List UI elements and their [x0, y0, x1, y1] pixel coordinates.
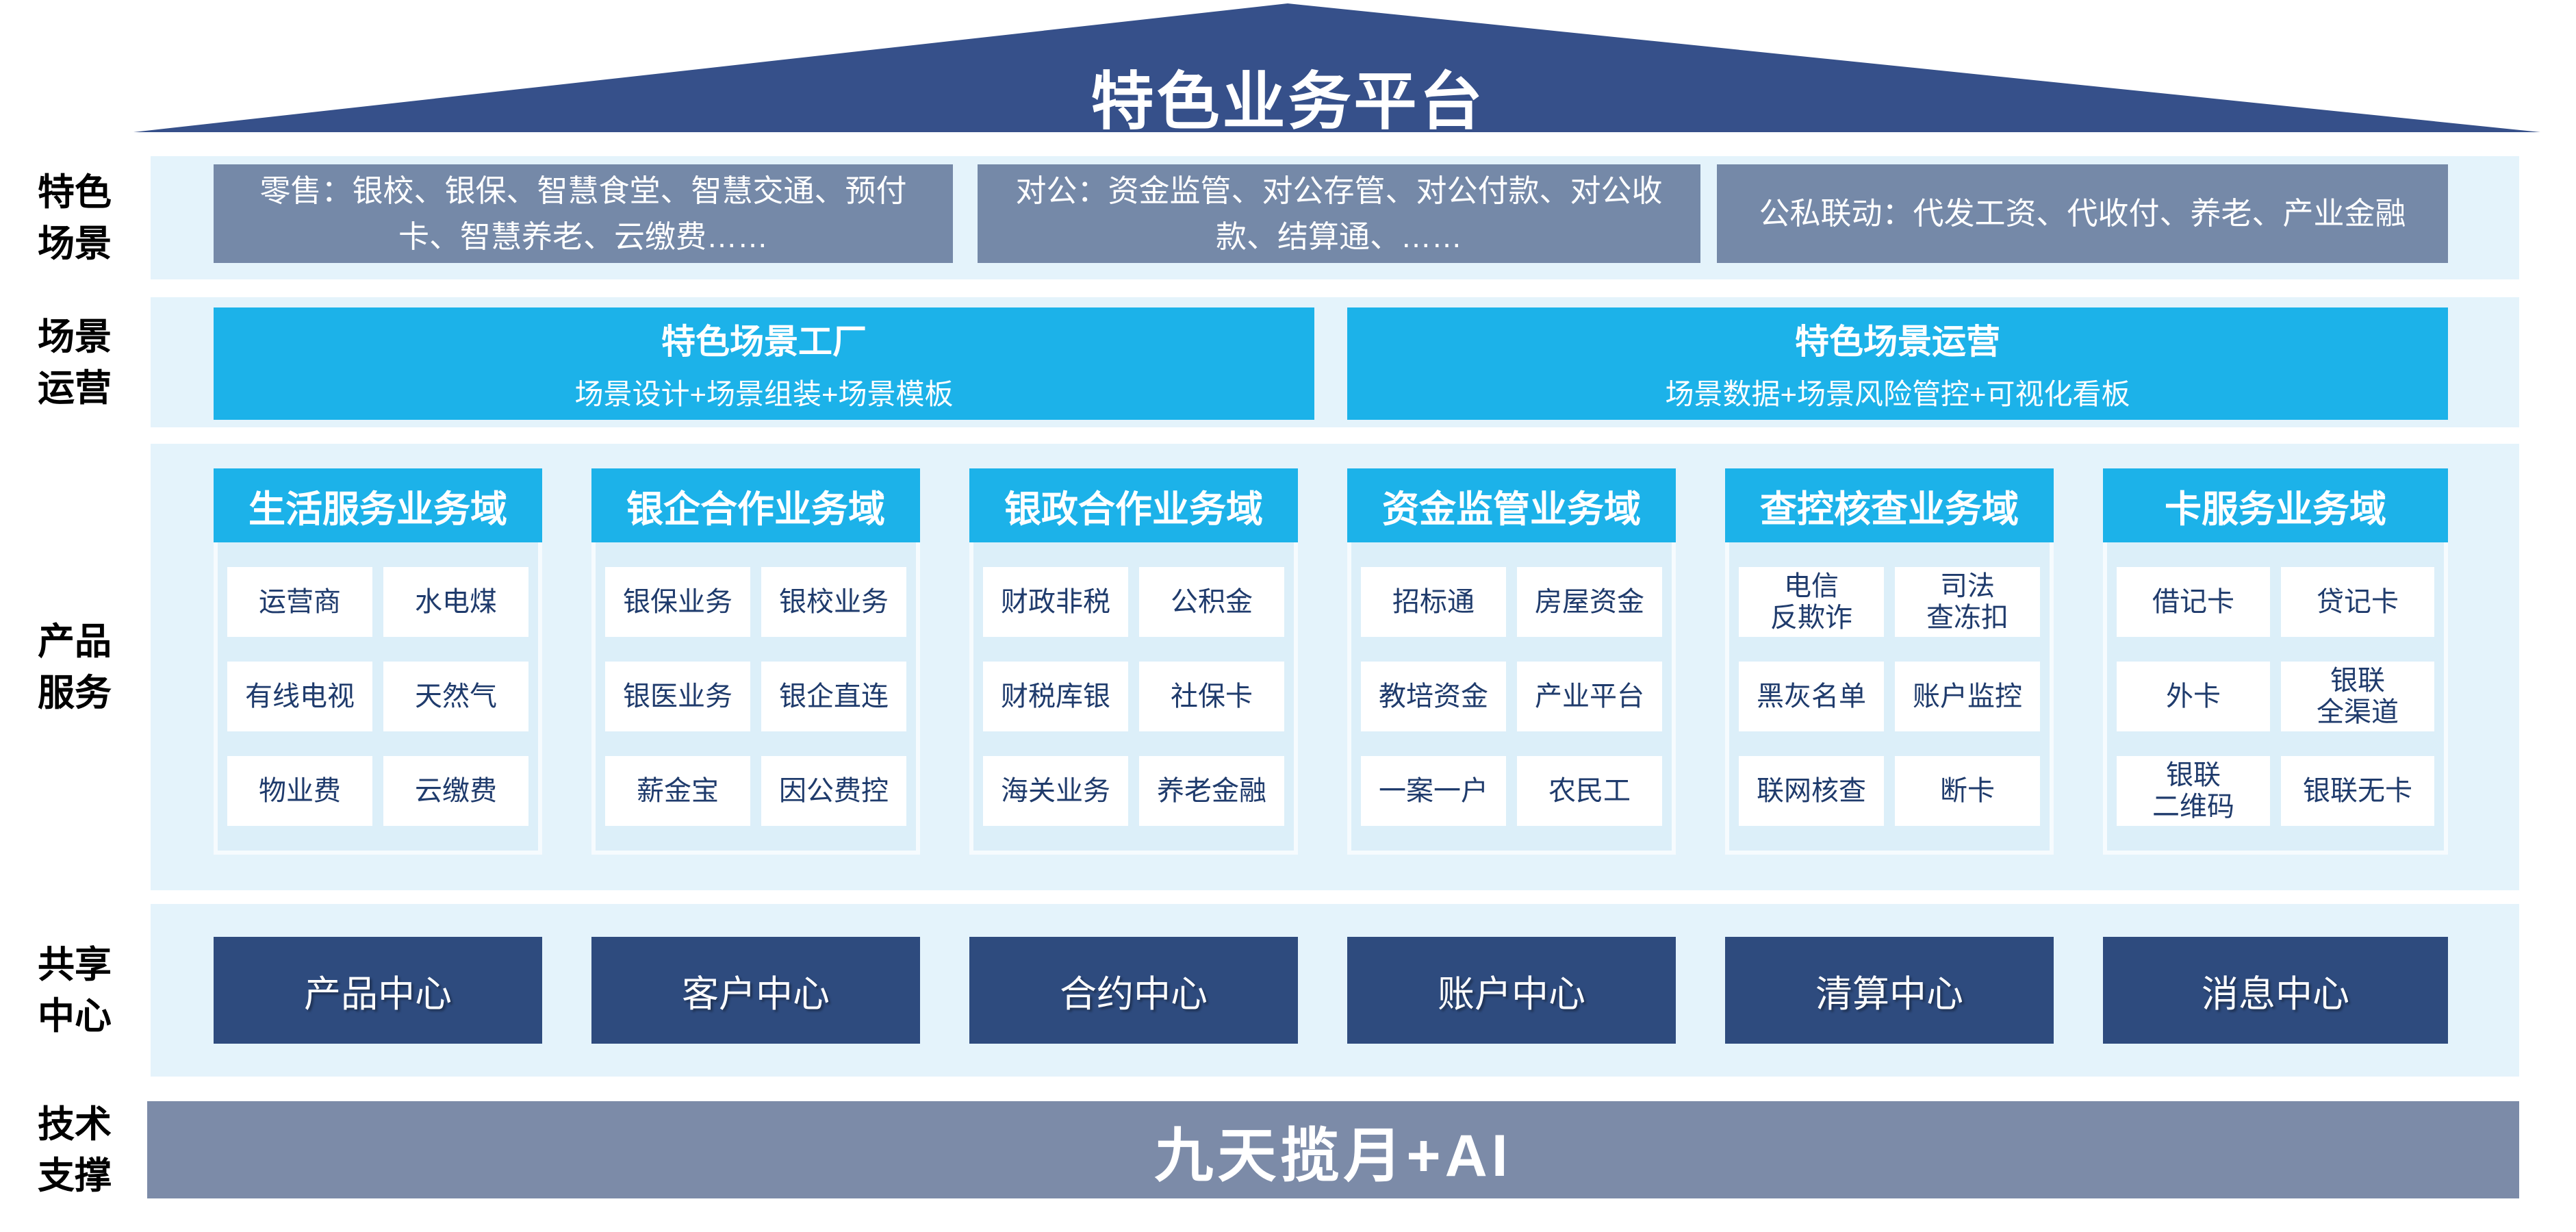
- product-item: 农民工: [1517, 756, 1662, 826]
- product-item: 司法 查冻扣: [1895, 567, 2040, 637]
- column-body: 借记卡 贷记卡 外卡 银联 全渠道 银联 二维码 银联无卡: [2103, 542, 2448, 855]
- scene-factory-subtitle: 场景设计+场景组装+场景模板: [574, 377, 954, 410]
- product-item: 招标通: [1361, 567, 1506, 637]
- center-box-clearing: 清算中心: [1725, 937, 2054, 1044]
- product-item: 电信 反欺诈: [1739, 567, 1884, 637]
- product-column-life-services: 生活服务业务域 运营商 水电煤 有线电视 天然气 物业费 云缴费: [214, 468, 542, 855]
- product-item: 水电煤: [383, 567, 528, 637]
- scene-box-corporate: 对公：资金监管、对公存管、对公付款、对公收款、结算通、……: [978, 164, 1700, 263]
- product-item: 因公费控: [761, 756, 906, 826]
- scene-box-retail: 零售：银校、银保、智慧食堂、智慧交通、预付卡、智慧养老、云缴费……: [214, 164, 953, 263]
- scene-operation-title: 特色场景运营: [1795, 323, 2000, 362]
- product-item: 黑灰名单: [1739, 662, 1884, 731]
- scene-factory-title: 特色场景工厂: [661, 323, 867, 362]
- product-item: 房屋资金: [1517, 567, 1662, 637]
- column-header: 银政合作业务域: [969, 468, 1298, 542]
- center-box-product: 产品中心: [214, 937, 542, 1044]
- product-item: 有线电视: [227, 662, 372, 731]
- center-box-customer: 客户中心: [591, 937, 920, 1044]
- product-item: 银校业务: [761, 567, 906, 637]
- column-header: 生活服务业务域: [214, 468, 542, 542]
- column-header: 查控核查业务域: [1725, 468, 2054, 542]
- product-item: 天然气: [383, 662, 528, 731]
- page-title: 特色业务平台: [1091, 67, 1485, 137]
- product-item: 断卡: [1895, 756, 2040, 826]
- product-item: 养老金融: [1139, 756, 1284, 826]
- scene-factory-card: 特色场景工厂 场景设计+场景组装+场景模板: [214, 307, 1314, 420]
- row-label-operation: 场景 运营: [38, 316, 112, 409]
- scene-operation-card: 特色场景运营 场景数据+场景风险管控+可视化看板: [1347, 307, 2448, 420]
- product-item: 公积金: [1139, 567, 1284, 637]
- product-column-card-services: 卡服务业务域 借记卡 贷记卡 外卡 银联 全渠道 银联 二维码 银联无卡: [2103, 468, 2448, 855]
- product-item: 银医业务: [605, 662, 750, 731]
- column-body: 财政非税 公积金 财税库银 社保卡 海关业务 养老金融: [969, 542, 1298, 855]
- product-column-fund-supervision: 资金监管业务域 招标通 房屋资金 教培资金 产业平台 一案一户 农民工: [1347, 468, 1676, 855]
- center-box-contract: 合约中心: [969, 937, 1298, 1044]
- product-item: 联网核查: [1739, 756, 1884, 826]
- column-body: 电信 反欺诈 司法 查冻扣 黑灰名单 账户监控 联网核查 断卡: [1725, 542, 2054, 855]
- center-box-account: 账户中心: [1347, 937, 1676, 1044]
- product-item: 薪金宝: [605, 756, 750, 826]
- product-item: 海关业务: [983, 756, 1128, 826]
- product-item: 银联 全渠道: [2281, 662, 2434, 731]
- row-label-centers: 共享 中心: [38, 944, 112, 1037]
- product-column-bank-government: 银政合作业务域 财政非税 公积金 财税库银 社保卡 海关业务 养老金融: [969, 468, 1298, 855]
- product-item: 教培资金: [1361, 662, 1506, 731]
- row-label-products: 产品 服务: [38, 621, 112, 714]
- product-item: 银联 二维码: [2117, 756, 2270, 826]
- row-label-scenes: 特色 场景: [38, 172, 112, 264]
- product-item: 云缴费: [383, 756, 528, 826]
- product-item: 社保卡: [1139, 662, 1284, 731]
- product-item: 银联无卡: [2281, 756, 2434, 826]
- product-item: 银企直连: [761, 662, 906, 731]
- column-body: 招标通 房屋资金 教培资金 产业平台 一案一户 农民工: [1347, 542, 1676, 855]
- product-column-inquiry-control: 查控核查业务域 电信 反欺诈 司法 查冻扣 黑灰名单 账户监控 联网核查 断卡: [1725, 468, 2054, 855]
- product-item: 账户监控: [1895, 662, 2040, 731]
- product-item: 银保业务: [605, 567, 750, 637]
- column-body: 银保业务 银校业务 银医业务 银企直连 薪金宝 因公费控: [591, 542, 920, 855]
- roof-shape: [133, 3, 2540, 132]
- scene-box-linkage: 公私联动：代发工资、代收付、养老、产业金融: [1717, 164, 2448, 263]
- product-item: 物业费: [227, 756, 372, 826]
- product-item: 财政非税: [983, 567, 1128, 637]
- product-item: 财税库银: [983, 662, 1128, 731]
- row-label-tech: 技术 支撑: [38, 1104, 112, 1196]
- center-box-message: 消息中心: [2103, 937, 2448, 1044]
- product-column-bank-enterprise: 银企合作业务域 银保业务 银校业务 银医业务 银企直连 薪金宝 因公费控: [591, 468, 920, 855]
- product-item: 外卡: [2117, 662, 2270, 731]
- column-header: 银企合作业务域: [591, 468, 920, 542]
- column-header: 卡服务业务域: [2103, 468, 2448, 542]
- product-item: 运营商: [227, 567, 372, 637]
- tech-support-bar: 九天揽月+AI: [147, 1101, 2519, 1198]
- product-item: 贷记卡: [2281, 567, 2434, 637]
- column-header: 资金监管业务域: [1347, 468, 1676, 542]
- scene-operation-subtitle: 场景数据+场景风险管控+可视化看板: [1665, 377, 2130, 410]
- product-item: 一案一户: [1361, 756, 1506, 826]
- column-body: 运营商 水电煤 有线电视 天然气 物业费 云缴费: [214, 542, 542, 855]
- product-item: 产业平台: [1517, 662, 1662, 731]
- product-item: 借记卡: [2117, 567, 2270, 637]
